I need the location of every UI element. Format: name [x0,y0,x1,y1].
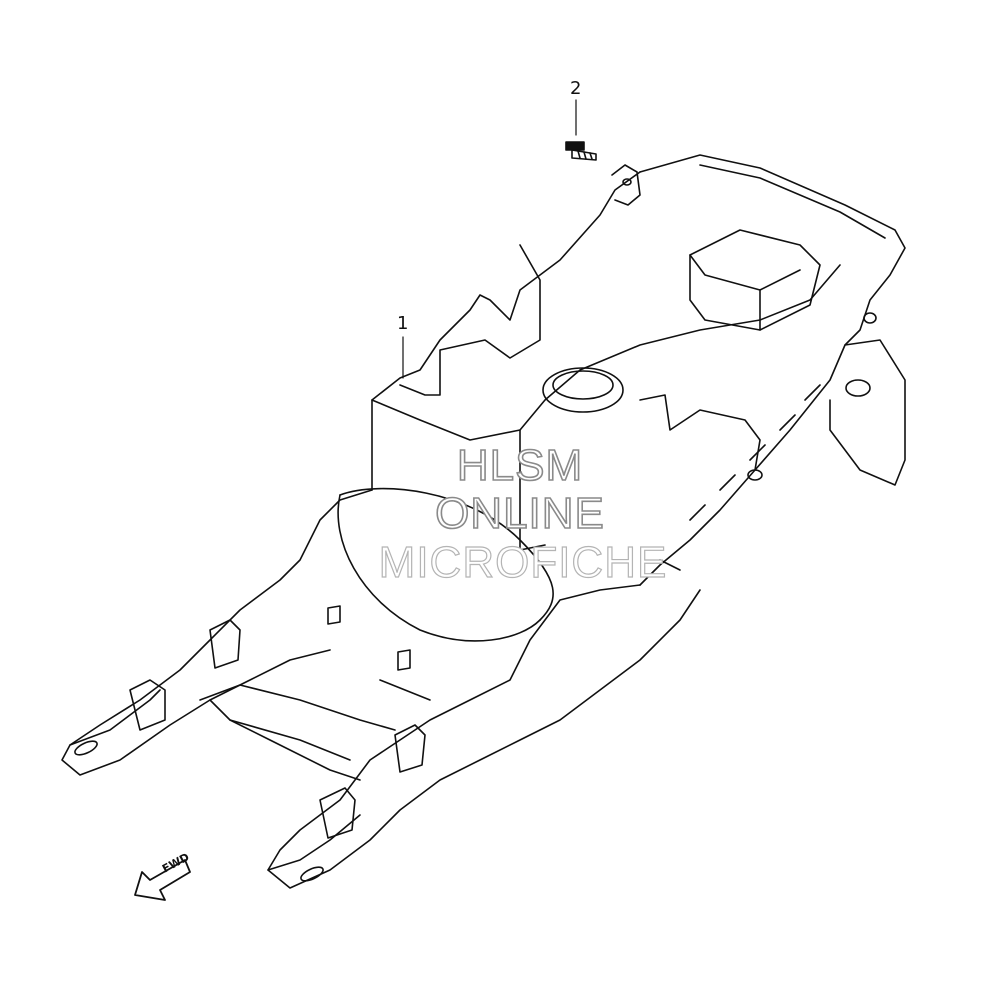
callout-2: 2 [570,78,582,99]
watermark-line-2: ONLINE [434,489,605,538]
screw-part [565,99,597,161]
rear-fender-part [61,154,906,889]
watermark-line-3: MICROFICHE [378,538,668,587]
fwd-arrow-icon [134,859,191,901]
callout-1: 1 [397,313,409,334]
watermark-line-1: HLSM [456,441,584,490]
